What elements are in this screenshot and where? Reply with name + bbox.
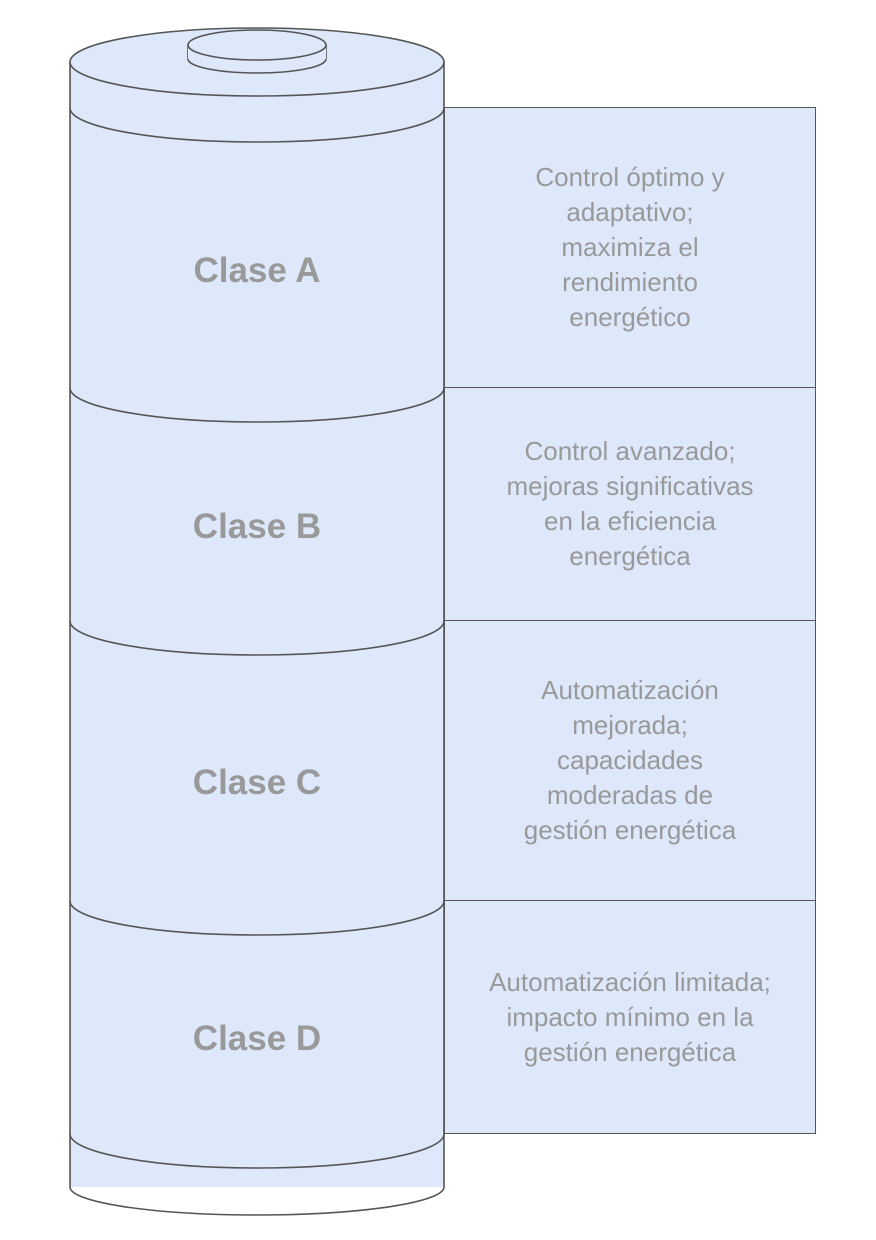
battery-bottom-curve xyxy=(69,1186,445,1216)
description-c: Automatización mejorada; capacidades mod… xyxy=(523,675,737,845)
class-label-a: Clase A xyxy=(193,251,321,290)
description-box-d: Automatización limitada; impacto mínimo … xyxy=(444,900,816,1134)
description-box-b: Control avanzado; mejoras significativas… xyxy=(444,387,816,621)
class-label-b: Clase B xyxy=(192,507,322,546)
class-label-c: Clase C xyxy=(192,763,322,802)
separator-bottom xyxy=(69,1133,445,1169)
description-box-a: Control óptimo y adaptativo; maximiza el… xyxy=(444,107,816,388)
separator-c-d xyxy=(69,900,445,936)
description-a: Control óptimo y adaptativo; maximiza el… xyxy=(535,162,725,332)
class-label-d: Clase D xyxy=(192,1019,322,1058)
description-box-c: Automatización mejorada; capacidades mod… xyxy=(444,620,816,901)
separator-top xyxy=(69,107,445,143)
battery-terminal xyxy=(187,29,327,61)
description-b: Control avanzado; mejoras significativas… xyxy=(506,436,754,571)
separator-b-c xyxy=(69,620,445,656)
separator-a-b xyxy=(69,387,445,423)
description-d: Automatización limitada; impacto mínimo … xyxy=(489,966,771,1067)
